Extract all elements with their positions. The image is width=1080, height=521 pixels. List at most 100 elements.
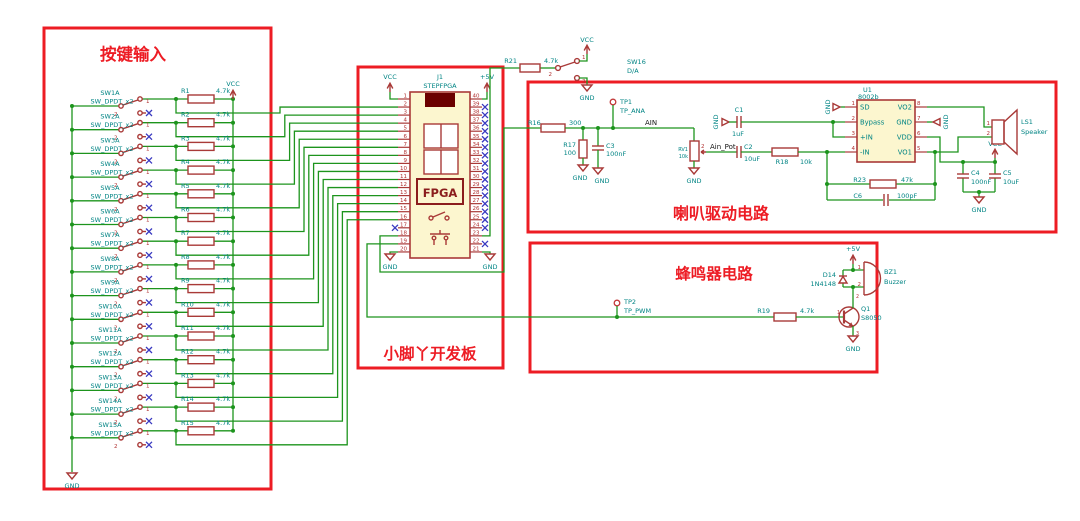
u1-pin-num: 5 bbox=[917, 146, 921, 152]
j1-pin-num: 7 bbox=[404, 142, 408, 148]
j1-pin-num: 17 bbox=[400, 222, 407, 228]
da-select-circuit[interactable]: R21 4.7k 2 1 3 VCC GND SW16 D/A bbox=[504, 36, 646, 102]
j1-pin-num: 4 bbox=[404, 118, 408, 124]
resistor-R17[interactable] bbox=[578, 139, 588, 159]
res-ref: R6 bbox=[181, 206, 190, 214]
resistor-R1[interactable] bbox=[187, 94, 215, 104]
buzzer-title: 蜂鸣器电路 bbox=[675, 264, 753, 283]
sw-value: SW_DPDT_x2 bbox=[91, 98, 134, 106]
d14-ref: D14 bbox=[823, 271, 836, 279]
j1-pin-num: 6 bbox=[404, 134, 408, 140]
j1-pin-num: 32 bbox=[473, 158, 480, 164]
sw-pin2: 2 bbox=[114, 396, 118, 402]
resistor-R5[interactable] bbox=[187, 189, 215, 199]
j1-connector[interactable]: J1 STEPFPGA FPGA VCC +5V GN bbox=[366, 67, 774, 318]
switch-pivot bbox=[118, 126, 124, 133]
switch-pivot bbox=[118, 411, 124, 417]
sw-pin2: 2 bbox=[114, 207, 118, 213]
buzzer-BZ1[interactable]: 1 2 BZ1 Buzzer bbox=[858, 261, 907, 296]
resistor-R7[interactable] bbox=[187, 236, 215, 246]
fpga-box[interactable] bbox=[356, 65, 505, 370]
speaker-driver-circuit[interactable]: R16 300 TP1 TP_ANA AIN R17 100 GND GND C… bbox=[528, 86, 1048, 214]
d-x bbox=[145, 251, 153, 259]
d-x bbox=[481, 224, 489, 232]
transistor-Q1[interactable]: Q1 S8050 1 2 3 bbox=[837, 287, 882, 337]
resistor-R19[interactable] bbox=[773, 312, 797, 322]
potentiometer-RV1[interactable] bbox=[689, 140, 700, 162]
sw-ref: SW6A bbox=[100, 208, 120, 216]
sw-pin1: 1 bbox=[146, 146, 150, 152]
resistor-R14[interactable] bbox=[187, 402, 215, 412]
junction-dot bbox=[174, 381, 178, 386]
buzzer-circuit[interactable]: TP2 TP_PWM R19 4.7k Q1 S8050 1 2 3 GND +… bbox=[613, 245, 907, 353]
j1-pin-num: 23 bbox=[473, 230, 480, 236]
j1-pin-num: 11 bbox=[400, 174, 407, 180]
resistor-R8[interactable] bbox=[187, 260, 215, 270]
resistor-R4[interactable] bbox=[187, 165, 215, 175]
u1-gnd-flag-label: GND bbox=[942, 115, 950, 130]
resistor-R16[interactable] bbox=[540, 123, 566, 133]
resistor-R3[interactable] bbox=[187, 141, 215, 152]
resistor-R6[interactable] bbox=[187, 212, 215, 223]
speaker-title: 喇叭驱动电路 bbox=[673, 204, 770, 223]
resistor-R2[interactable] bbox=[187, 117, 215, 128]
sw-value: SW_DPDT_x2 bbox=[91, 121, 134, 129]
ls1-value: Speaker bbox=[1021, 128, 1048, 136]
res-value: 4.7k bbox=[216, 182, 230, 190]
j1-pin-num: 21 bbox=[473, 246, 480, 252]
wire bbox=[175, 130, 398, 185]
sw-value: SW_DPDT_x2 bbox=[91, 382, 134, 390]
j1-pin-num: 16 bbox=[400, 214, 407, 220]
resistor-R21[interactable] bbox=[519, 63, 541, 73]
resistor-R18[interactable] bbox=[771, 147, 799, 157]
resistor-R13[interactable] bbox=[187, 378, 215, 389]
wire bbox=[175, 202, 398, 399]
ls1-pin2: 2 bbox=[987, 131, 991, 137]
d-x bbox=[145, 417, 153, 425]
buzzer-box[interactable] bbox=[528, 241, 879, 374]
sw-value: SW_DPDT_x2 bbox=[91, 145, 134, 153]
wire bbox=[175, 138, 398, 209]
res-ref: R9 bbox=[181, 277, 190, 285]
testpoint-TP1[interactable] bbox=[609, 98, 617, 106]
r16-value: 300 bbox=[569, 119, 581, 127]
resistor-R9[interactable] bbox=[187, 283, 215, 294]
resistor-R15[interactable] bbox=[187, 426, 215, 436]
res-value: 4.7k bbox=[216, 300, 230, 308]
amplifier-U1[interactable] bbox=[856, 99, 916, 163]
resistor-R11[interactable] bbox=[187, 331, 215, 341]
q1-pin1: 1 bbox=[837, 310, 840, 316]
res-ref: R14 bbox=[181, 395, 194, 403]
j1-value: STEPFPGA bbox=[423, 82, 457, 90]
switch-pivot bbox=[118, 103, 124, 109]
resistor-R10[interactable] bbox=[187, 307, 215, 317]
key-input-box[interactable] bbox=[42, 26, 273, 491]
resistor-R23[interactable] bbox=[869, 179, 897, 189]
speaker-body bbox=[991, 119, 1005, 145]
resistor-R12[interactable] bbox=[187, 355, 215, 365]
junction-dot bbox=[174, 262, 178, 267]
diode-D14[interactable]: D14 1N4148 bbox=[810, 270, 849, 288]
speaker-LS1[interactable]: 1 2 LS1 Speaker bbox=[987, 108, 1048, 156]
tp1-ref: TP1 bbox=[619, 98, 632, 106]
testpoint-TP2[interactable] bbox=[613, 299, 621, 307]
speaker-box[interactable] bbox=[526, 80, 1058, 234]
j1-pins[interactable]: 1234567891011121314151617181920403938373… bbox=[391, 94, 489, 253]
j1-pin-num: 37 bbox=[473, 118, 480, 124]
